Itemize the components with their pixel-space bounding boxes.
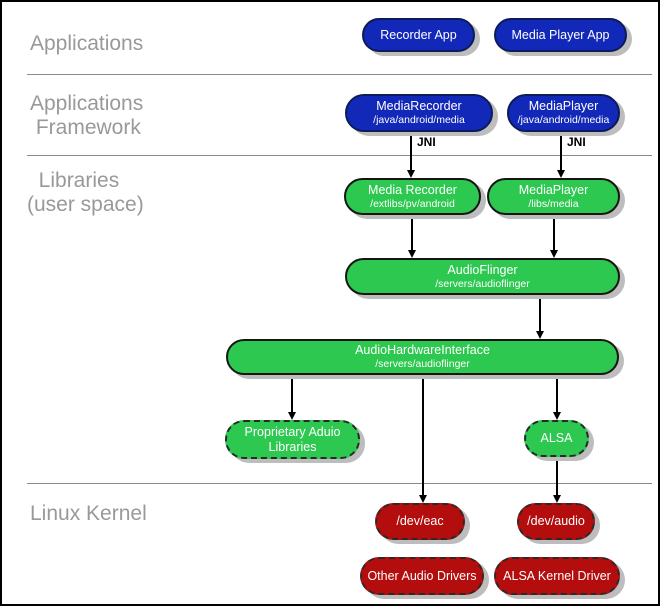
node-label: Proprietary Aduio Libraries (244, 424, 341, 454)
node-dev-eac: /dev/eac (375, 503, 465, 540)
edge-ahi-to-dev-eac (422, 375, 424, 495)
node-label: Media Recorder (368, 182, 457, 197)
section-label-line: Framework (30, 116, 141, 139)
edge-mediaplayer-to-audioflinger (553, 215, 555, 250)
node-sublabel: /libs/media (528, 197, 579, 210)
edge-ahi-to-alsa (556, 375, 558, 412)
node-media-player-framework: MediaPlayer /java/android/media (507, 94, 620, 132)
node-label: /dev/eac (396, 514, 444, 528)
node-media-recorder-lib: Media Recorder /extlibs/pv/android (344, 178, 481, 215)
edge-label-jni-right: JNI (567, 135, 586, 149)
node-dev-audio: /dev/audio (517, 503, 595, 540)
section-label-applications: Applications (30, 32, 143, 56)
node-label: ALSA Kernel Driver (503, 568, 611, 583)
node-sublabel: /servers/audioflinger (435, 277, 530, 290)
node-alsa-kernel-driver: ALSA Kernel Driver (494, 557, 620, 595)
edge-audioflinger-to-ahi (539, 295, 541, 331)
node-label: /dev/audio (527, 514, 585, 528)
edge-ahi-to-proprietary (291, 375, 293, 412)
divider-framework-libraries (27, 155, 652, 156)
arrowhead-mediaplayer-to-audioflinger (550, 250, 558, 258)
edge-jni-right (560, 132, 562, 170)
edge-mediarecorder-to-audioflinger (411, 215, 413, 250)
node-label: Media Player App (511, 27, 610, 42)
edge-alsa-to-dev-audio (556, 457, 558, 495)
section-label-line: Applications (30, 32, 144, 55)
node-label: Other Audio Drivers (367, 568, 477, 583)
divider-libraries-kernel (27, 483, 652, 484)
edge-label-jni-left: JNI (417, 135, 436, 149)
node-sublabel: /java/android/media (517, 114, 610, 126)
arrowhead-alsa-to-dev-audio (553, 495, 561, 503)
edge-jni-left (410, 132, 412, 170)
node-recorder-app: Recorder App (362, 18, 475, 52)
node-label: MediaPlayer (528, 99, 599, 113)
node-alsa: ALSA (524, 420, 589, 457)
node-sublabel: /java/android/media (373, 114, 465, 126)
node-label: MediaPlayer (518, 182, 589, 197)
arrowhead-audioflinger-to-ahi (536, 331, 544, 339)
node-sublabel: /servers/audioflinger (375, 358, 470, 370)
section-label-line: Linux Kernel (30, 502, 147, 525)
node-label: MediaRecorder (376, 99, 462, 113)
arrowhead-jni-right (557, 170, 565, 178)
arrowhead-mediarecorder-to-audioflinger (408, 250, 416, 258)
node-label: ALSA (540, 431, 573, 445)
arrowhead-jni-left (407, 170, 415, 178)
section-label-line: Applications (30, 92, 144, 115)
divider-applications-framework (27, 74, 652, 75)
node-audioflinger: AudioFlinger /servers/audioflinger (345, 258, 620, 295)
section-label-libraries: Libraries(user space) (27, 169, 144, 217)
arrowhead-ahi-to-alsa (553, 412, 561, 420)
node-label: Recorder App (380, 27, 457, 42)
node-label: AudioFlinger (447, 262, 518, 277)
node-label: AudioHardwareInterface (355, 343, 490, 357)
node-media-player-lib: MediaPlayer /libs/media (487, 178, 620, 215)
section-label-linux-kernel: Linux Kernel (30, 502, 147, 526)
node-media-player-app: Media Player App (494, 18, 627, 52)
arrowhead-ahi-to-dev-eac (419, 495, 427, 503)
section-label-line: (user space) (27, 193, 144, 216)
section-label-applications-framework: Applications Framework (30, 92, 143, 140)
node-sublabel: /extlibs/pv/android (370, 197, 455, 210)
node-audio-hardware-interface: AudioHardwareInterface /servers/audiofli… (226, 339, 619, 375)
node-media-recorder-framework: MediaRecorder /java/android/media (345, 94, 493, 132)
node-proprietary-audio-libraries: Proprietary Aduio Libraries (225, 420, 360, 459)
section-label-line: Libraries (27, 169, 120, 192)
arrowhead-ahi-to-proprietary (288, 412, 296, 420)
node-other-audio-drivers: Other Audio Drivers (360, 557, 484, 595)
